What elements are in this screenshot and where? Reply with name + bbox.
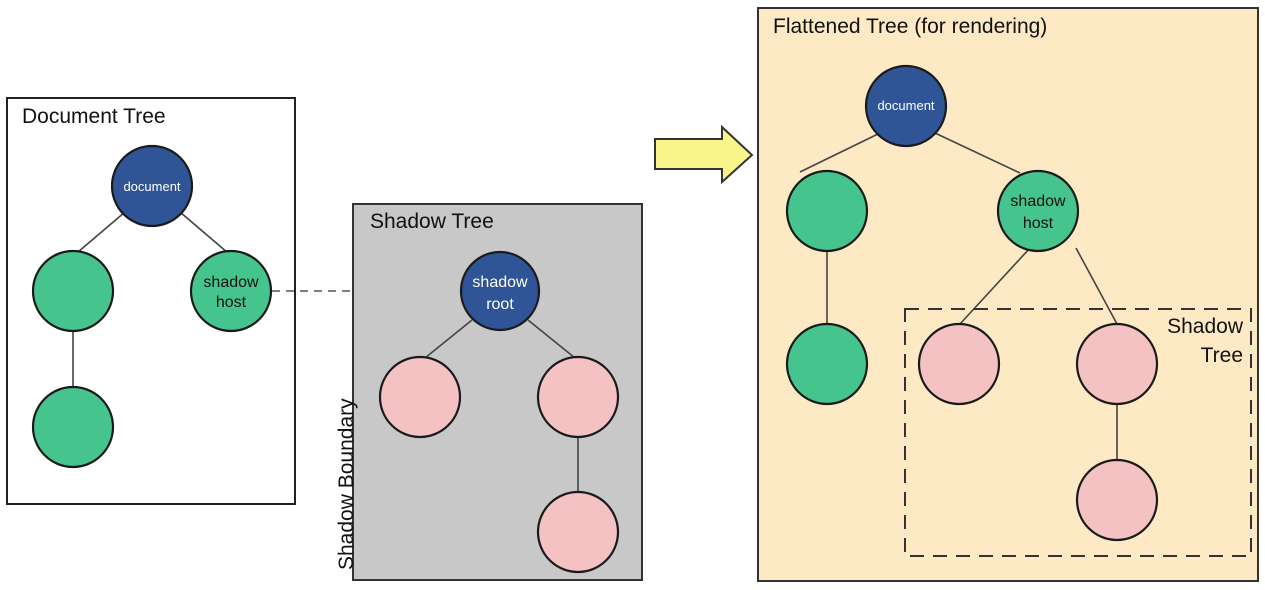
edge [179, 211, 229, 254]
shadow-tree-title: Shadow Tree [370, 210, 494, 233]
shadow-child-node [536, 355, 620, 439]
shadow-host-label-line2: host [216, 294, 247, 311]
flattened-child-node [785, 169, 869, 253]
shadow-host-label-line1: shadow [203, 274, 259, 291]
shadow-root-label-line2: root [486, 296, 514, 313]
shadow-child-node [378, 355, 462, 439]
edge [77, 211, 126, 253]
flattened-shadow-host-label-line2: host [1023, 215, 1054, 232]
flattened-tree-title: Flattened Tree (for rendering) [773, 15, 1047, 38]
document-tree-panel: Document Tree document shadow host [6, 97, 296, 505]
edge [527, 319, 576, 359]
flattened-tree-frame [757, 7, 1259, 582]
shadow-boundary-label: Shadow Boundary [335, 398, 358, 570]
flattened-shadow-host-label-line1: shadow [1010, 193, 1066, 210]
document-grandchild-node [31, 385, 115, 469]
shadow-grandchild-node [536, 490, 620, 574]
document-child-node [31, 249, 115, 333]
flattened-document-root-label: document [877, 98, 934, 113]
flattened-shadow-grandchild-node [1075, 458, 1159, 542]
shadow-root-node [459, 250, 541, 332]
edge [959, 247, 1031, 325]
flattened-document-root-node [864, 64, 948, 148]
document-root-label: document [123, 179, 180, 194]
shadow-root-label-line1: shadow [472, 274, 528, 291]
edge [1075, 247, 1118, 325]
shadow-host-node [189, 249, 273, 333]
document-root-node [110, 144, 194, 228]
flattened-shadow-tree-group [904, 308, 1252, 557]
shadow-tree-panel: Shadow Tree Shadow Boundary shadow root [335, 203, 643, 581]
flattened-shadow-group-label-line2: Tree [1201, 344, 1243, 367]
flattened-shadow-child-node [1075, 322, 1159, 406]
flattened-shadow-host-node [996, 169, 1080, 253]
flattened-shadow-child-node [917, 322, 1001, 406]
edge [424, 319, 473, 359]
flattened-grandchild-node [785, 322, 869, 406]
document-tree-title: Document Tree [22, 105, 166, 128]
edge [799, 132, 881, 173]
edge [934, 132, 1021, 174]
flattened-shadow-group-label-line1: Shadow [1167, 315, 1244, 338]
flattened-tree-panel: Flattened Tree (for rendering) document … [757, 7, 1259, 582]
transform-arrow-icon [654, 124, 754, 185]
